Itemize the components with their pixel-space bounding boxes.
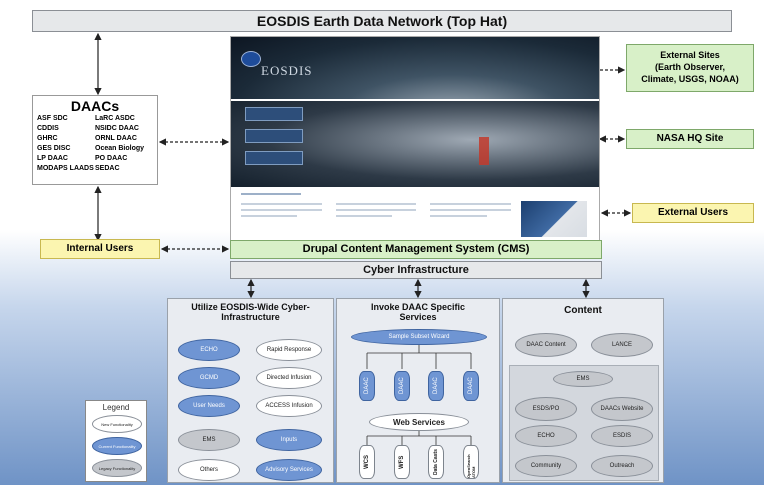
legend-new: New Functionality xyxy=(92,415,142,433)
echo-node: ECHO xyxy=(178,339,240,361)
community-node: Community xyxy=(515,455,577,477)
rapid-response-node: Rapid Response xyxy=(256,339,322,361)
daac-item: GES DISC xyxy=(37,145,71,152)
external-sites-line: (Earth Observer, xyxy=(654,62,726,72)
panel-title: Utilize EOSDIS-Wide Cyber- xyxy=(191,302,310,312)
esds-po-node: ESDS/PO xyxy=(515,397,577,421)
daac-item: MODAPS LAADS xyxy=(37,165,94,172)
ems-content-node: EMS xyxy=(553,371,613,387)
daac-item: Ocean Biology xyxy=(95,145,145,152)
daac-item: NSIDC DAAC xyxy=(95,125,139,132)
others-node: Others xyxy=(178,459,240,481)
daac-item: CDDIS xyxy=(37,125,59,132)
legend-title: Legend xyxy=(102,403,130,412)
legend-current: Current Functionality xyxy=(92,437,142,455)
outreach-node: Outreach xyxy=(591,455,653,477)
inputs-node: Inputs xyxy=(256,429,322,451)
daacs-title: DAACs xyxy=(70,98,120,114)
wizard-connectors xyxy=(366,345,472,369)
directed-infusion-node: Directed Infusion xyxy=(256,367,322,389)
daac-node: DAAC xyxy=(463,371,479,401)
thumbnail-image xyxy=(521,201,587,237)
data-casts-node: Data Casts xyxy=(428,445,444,479)
external-sites-line: External Sites xyxy=(660,50,720,60)
daac-item: PO DAAC xyxy=(95,155,128,162)
globe-banner xyxy=(231,37,599,99)
advisory-services-node: Advisory Services xyxy=(256,459,322,481)
daacs-website-node: DAACs Website xyxy=(591,397,653,421)
lance-node: LANCE xyxy=(591,333,653,357)
panel-title: Content xyxy=(564,305,602,316)
nasa-logo-icon xyxy=(241,51,261,67)
daac-node: DAAC xyxy=(394,371,410,401)
panel-title: Infrastructure xyxy=(221,312,280,322)
wcs-node: WCS xyxy=(359,445,375,479)
user-needs-node: User Needs xyxy=(178,395,240,417)
cyber-infrastructure-bar: Cyber Infrastructure xyxy=(230,261,602,279)
external-sites-line: Climate, USGS, NOAA) xyxy=(641,74,739,84)
access-infusion-node: ACCESS Infusion xyxy=(256,395,322,417)
panel-content: Content DAAC Content LANCE EMS ESDS/PO D… xyxy=(502,298,664,483)
daac-content-node: DAAC Content xyxy=(515,333,577,357)
panel-daac-services: Invoke DAAC Specific Services Sample Sub… xyxy=(336,298,500,483)
daac-item: SEDAC xyxy=(95,165,120,172)
panel-title: Invoke DAAC Specific xyxy=(370,302,466,312)
top-hat-bar: EOSDIS Earth Data Network (Top Hat) xyxy=(32,10,732,32)
ems-node: EMS xyxy=(178,429,240,451)
website-screenshot: EOSDIS xyxy=(230,36,600,242)
daacs-box: DAACs ASF SDC CDDIS GHRC GES DISC LP DAA… xyxy=(32,95,158,185)
site-logo: EOSDIS xyxy=(261,63,313,78)
panel-cyber-infrastructure: Utilize EOSDIS-Wide Cyber- Infrastructur… xyxy=(167,298,334,483)
daac-item: LP DAAC xyxy=(37,155,68,162)
panel-title: Services xyxy=(399,312,437,322)
web-services-connectors xyxy=(366,431,472,445)
daac-item: ASF SDC xyxy=(37,115,68,122)
gcmd-node: GCMD xyxy=(178,367,240,389)
esdis-node: ESDIS xyxy=(591,425,653,447)
daac-item: ORNL DAAC xyxy=(95,135,137,142)
daac-item: GHRC xyxy=(37,135,58,142)
internal-users-box: Internal Users xyxy=(40,239,160,259)
opensearch-node: OpenSearch ATOM xyxy=(463,445,479,479)
wfs-node: WFS xyxy=(394,445,410,479)
nasa-hq-box: NASA HQ Site xyxy=(626,129,754,149)
daac-node: DAAC xyxy=(428,371,444,401)
nav-buttons xyxy=(245,107,303,181)
daac-node: DAAC xyxy=(359,371,375,401)
external-sites-box: External Sites (Earth Observer, Climate,… xyxy=(626,44,754,92)
web-services-node: Web Services xyxy=(369,413,469,431)
hero-highlight xyxy=(479,137,489,165)
sample-subset-wizard: Sample Subset Wizard xyxy=(351,329,487,345)
content-lines xyxy=(241,193,512,233)
cms-bar: Drupal Content Management System (CMS) xyxy=(230,240,602,259)
daac-item: LaRC ASDC xyxy=(95,115,135,122)
external-users-box: External Users xyxy=(632,203,754,223)
echo-content-node: ECHO xyxy=(515,425,577,447)
legend-legacy: Legacy Functionality xyxy=(92,459,142,477)
legend: Legend New Functionality Current Functio… xyxy=(85,400,147,482)
